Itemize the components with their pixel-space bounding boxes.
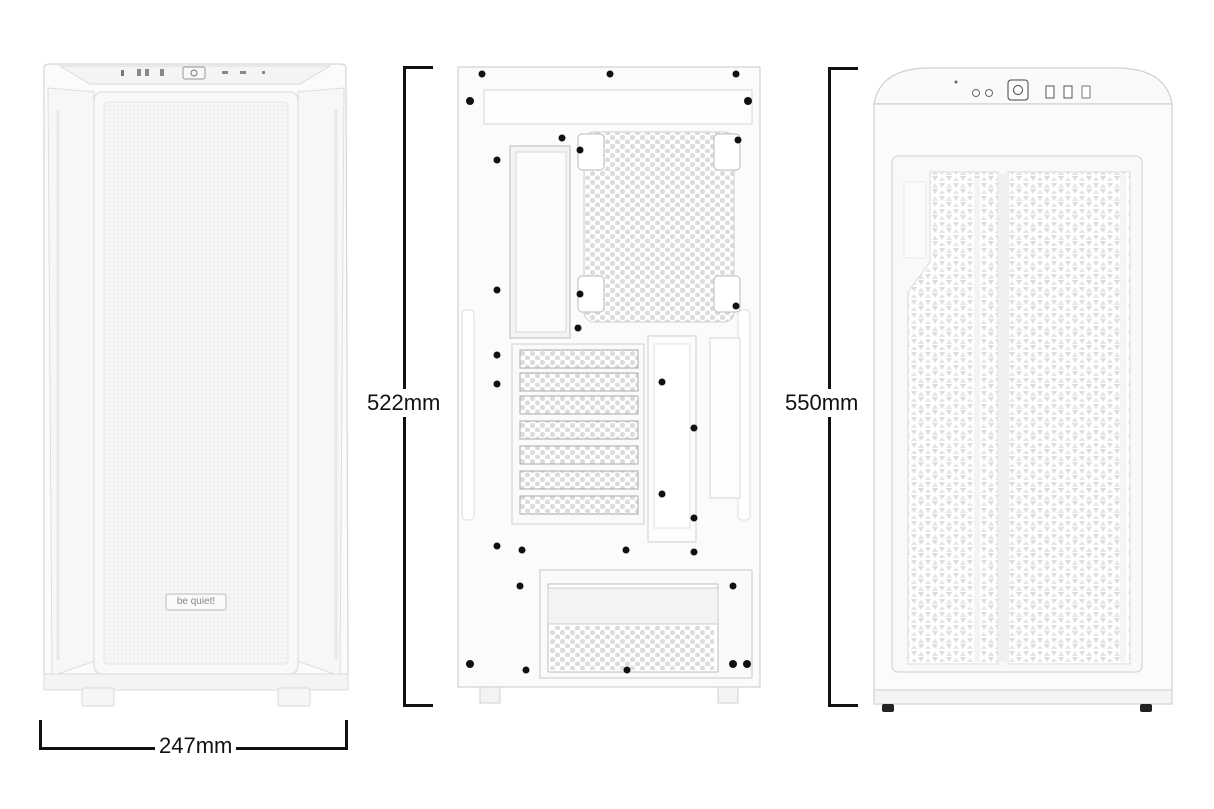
- front-io-port: [222, 71, 228, 74]
- expansion-slots: [519, 349, 639, 515]
- back-height-bracket-line: [403, 66, 406, 707]
- front-io-port: [121, 70, 124, 76]
- front-io-port: [160, 69, 164, 76]
- side-view: [873, 67, 1173, 712]
- side-height-bracket-bottom: [828, 704, 858, 707]
- side-mesh-right: [1007, 171, 1131, 665]
- back-view: [457, 66, 761, 704]
- front-io-port: [145, 69, 149, 76]
- front-io-port: [240, 71, 246, 74]
- front-view: [43, 63, 349, 707]
- screws: [466, 70, 752, 674]
- width-bracket-left-tick: [39, 720, 42, 750]
- side-height-dimension-label: 550mm: [784, 389, 860, 417]
- back-height-bracket-bottom: [403, 704, 433, 707]
- back-height-bracket-top: [403, 66, 433, 69]
- front-power-button: [182, 66, 206, 80]
- front-io-port: [262, 71, 265, 74]
- side-height-bracket-top: [828, 67, 858, 70]
- width-bracket-right-tick: [345, 720, 348, 750]
- front-base: [43, 673, 349, 691]
- front-io-port: [137, 69, 141, 76]
- front-left-frame: [47, 87, 99, 677]
- front-mesh: [103, 101, 289, 665]
- front-logo-text: be quiet!: [176, 596, 216, 607]
- side-power-button: [1007, 79, 1029, 101]
- side-height-bracket-line: [828, 67, 831, 707]
- back-top-panel: [483, 89, 753, 125]
- rear-fan-mesh: [583, 131, 735, 323]
- width-dimension-label: 247mm: [155, 734, 237, 758]
- front-logo-badge: [165, 593, 227, 611]
- front-foot-right: [277, 687, 311, 707]
- back-height-dimension-label: 522mm: [366, 389, 442, 417]
- front-foot-left: [81, 687, 115, 707]
